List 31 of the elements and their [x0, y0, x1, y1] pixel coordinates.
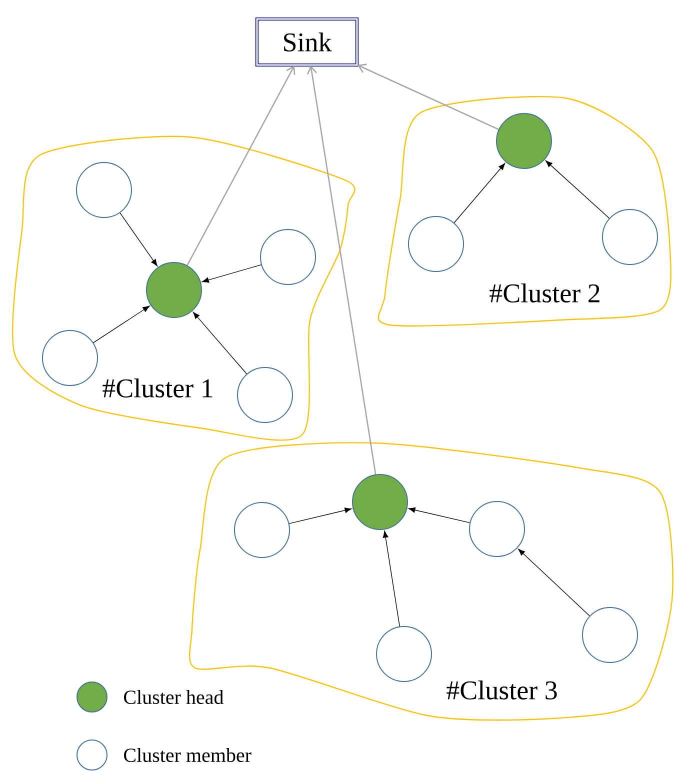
cluster-member-circle — [582, 607, 638, 663]
cluster-member-circle — [376, 626, 432, 682]
legend-label: Cluster head — [124, 690, 224, 704]
arrow — [545, 160, 610, 219]
arrow — [408, 507, 470, 524]
arrow — [288, 508, 352, 524]
cluster-head-circle — [146, 262, 202, 318]
connection-line — [186, 65, 296, 266]
arrow — [454, 163, 506, 224]
cluster-region: #Cluster 2 — [378, 96, 672, 326]
cluster-head-circle — [352, 474, 408, 530]
arrow — [382, 530, 400, 627]
cluster-member-circle — [469, 501, 525, 557]
arrow — [192, 312, 248, 374]
connection-line — [357, 64, 499, 130]
arrow — [120, 212, 158, 266]
cluster-member-circle — [42, 330, 98, 386]
cluster-member-circle — [408, 216, 464, 272]
sink-box: Sink — [255, 17, 359, 67]
cluster-member-circle — [234, 502, 290, 558]
cluster-member-circle — [76, 162, 132, 218]
arrow — [518, 548, 590, 616]
cluster-head-circle — [496, 113, 552, 169]
connection-line — [306, 65, 376, 474]
cluster-member-circle — [260, 229, 316, 285]
cluster-region: #Cluster 1 — [12, 136, 356, 441]
cluster-member-circle — [602, 209, 658, 265]
legend-label: Cluster member — [124, 748, 252, 762]
arrow — [202, 264, 262, 283]
arrow — [93, 306, 150, 344]
cluster-member-circle — [237, 367, 293, 423]
